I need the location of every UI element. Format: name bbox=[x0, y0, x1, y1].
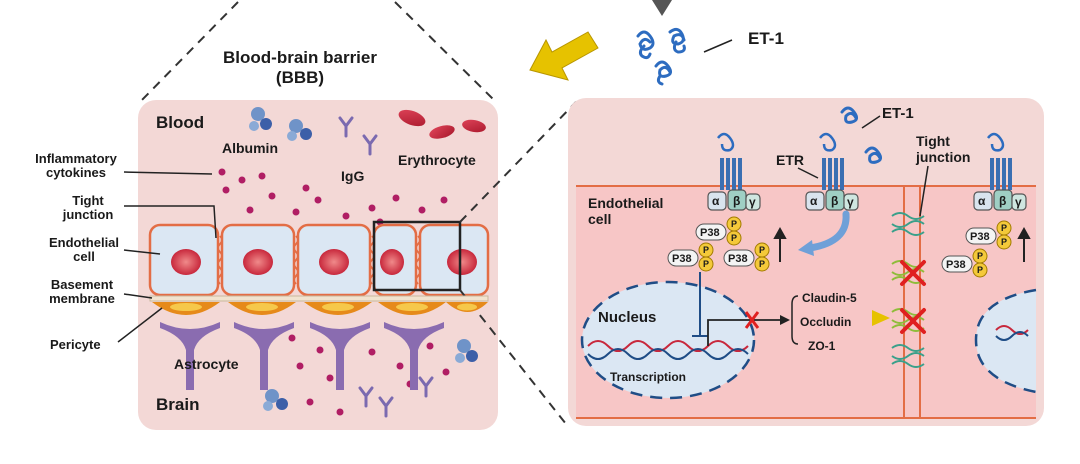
title-line2: (BBB) bbox=[276, 68, 324, 87]
gamma-3: γ bbox=[1015, 195, 1022, 209]
alpha-3: α bbox=[978, 194, 986, 208]
tight-line2: junction bbox=[62, 206, 114, 222]
beta-2: β bbox=[831, 194, 838, 208]
pericytes bbox=[152, 302, 488, 315]
increase-arrows bbox=[773, 226, 1031, 262]
blood-label: Blood bbox=[156, 113, 204, 132]
down-arrow-icon bbox=[652, 0, 672, 16]
et1-right-pointer bbox=[861, 115, 881, 129]
tight-junction-label: Tight junction bbox=[52, 194, 124, 221]
p-4b: P bbox=[1001, 237, 1007, 247]
p38-1: P38 bbox=[700, 227, 720, 239]
erythrocyte-icon bbox=[398, 109, 486, 139]
gamma-2: γ bbox=[847, 195, 854, 209]
title-line1: Blood-brain barrier bbox=[223, 48, 377, 67]
p-5a: P bbox=[977, 251, 983, 261]
dna-partial-icon bbox=[995, 325, 1029, 341]
transcription-cross-icon bbox=[744, 311, 760, 329]
albumin-icon bbox=[249, 107, 312, 141]
pericyte-label: Pericyte bbox=[50, 338, 101, 352]
pericyte-line: Pericyte bbox=[50, 337, 101, 352]
endothelial-cells bbox=[148, 223, 490, 297]
inflammatory-line1: Inflammatory bbox=[35, 151, 117, 166]
etr-receptors bbox=[717, 132, 1012, 190]
p-1a: P bbox=[731, 219, 737, 229]
cell-border-middle bbox=[903, 186, 921, 418]
p-1b: P bbox=[731, 233, 737, 243]
inflammatory-line2: cytokines bbox=[46, 164, 106, 180]
tight-right-line1: Tight bbox=[916, 133, 950, 149]
endothelial-line2: cell bbox=[73, 248, 95, 264]
yellow-arrow-icon bbox=[529, 31, 599, 81]
left-pointer-lines bbox=[117, 171, 217, 343]
transcription-arrow bbox=[707, 319, 780, 346]
basement-label: Basement membrane bbox=[36, 278, 128, 305]
endothelial-label: Endothelial cell bbox=[40, 236, 128, 263]
alpha-1: α bbox=[712, 194, 720, 208]
etr-pointer bbox=[797, 167, 819, 179]
igg-icon bbox=[338, 116, 434, 418]
target-zo1: ZO-1 bbox=[808, 339, 836, 353]
p-5b: P bbox=[977, 265, 983, 275]
gamma-1: γ bbox=[749, 195, 756, 209]
tight-right-pointer bbox=[919, 165, 929, 217]
et1-top-pointer bbox=[703, 39, 733, 53]
p-2b: P bbox=[703, 259, 709, 269]
yellow-triangle-icon bbox=[872, 310, 890, 326]
basement-line1: Basement bbox=[50, 277, 114, 292]
beta-3: β bbox=[999, 194, 1006, 208]
target-claudin: Claudin-5 bbox=[802, 291, 857, 305]
basement-membrane bbox=[149, 295, 489, 302]
p38-4: P38 bbox=[970, 231, 990, 243]
beta-1: β bbox=[733, 194, 740, 208]
igg-label: IgG bbox=[341, 168, 364, 184]
zoom-lines bbox=[139, 1, 497, 103]
endothelial-right-line2: cell bbox=[588, 211, 611, 227]
nucleus-partial bbox=[974, 288, 1037, 394]
et1-right-label: ET-1 bbox=[882, 105, 914, 122]
etr-label: ETR bbox=[776, 152, 804, 168]
p-3a: P bbox=[759, 245, 765, 255]
brain-label: Brain bbox=[156, 395, 199, 414]
tight-right-line2: junction bbox=[915, 149, 970, 165]
p38-3: P38 bbox=[728, 253, 748, 265]
g-protein-subunits bbox=[707, 189, 1027, 211]
target-occludin: Occludin bbox=[800, 315, 851, 329]
nucleus bbox=[580, 280, 756, 400]
erythrocyte-label: Erythrocyte bbox=[398, 152, 476, 168]
albumin-label: Albumin bbox=[222, 140, 278, 156]
et1-molecules-right bbox=[840, 106, 883, 164]
astrocyte-endfeet bbox=[160, 322, 444, 390]
tight-junction-cross-icons bbox=[900, 260, 926, 334]
p38-5: P38 bbox=[946, 259, 966, 271]
inflammatory-label: Inflammatory cytokines bbox=[24, 152, 128, 179]
alpha-2: α bbox=[810, 194, 818, 208]
tight-line1: Tight bbox=[72, 193, 104, 208]
targets-bracket bbox=[791, 295, 799, 345]
dna-icon bbox=[587, 340, 749, 360]
nucleus-label: Nucleus bbox=[598, 309, 656, 326]
transcription-label: Transcription bbox=[610, 370, 686, 384]
endothelial-line1: Endothelial bbox=[48, 235, 120, 250]
p-3b: P bbox=[759, 259, 765, 269]
et1-molecules-top bbox=[636, 27, 686, 86]
cytokine-dots bbox=[218, 168, 450, 416]
p38-2: P38 bbox=[672, 253, 692, 265]
p-4a: P bbox=[1001, 223, 1007, 233]
zoom-box bbox=[372, 220, 462, 292]
zoom-box-lines bbox=[459, 101, 577, 425]
transcription-arrowhead bbox=[780, 315, 790, 325]
activation-arrow bbox=[806, 210, 850, 252]
p-2a: P bbox=[703, 245, 709, 255]
p38-group bbox=[667, 216, 1012, 278]
activation-arrowhead bbox=[798, 240, 814, 256]
endothelial-right-line1: Endothelial bbox=[588, 195, 663, 211]
basement-line2: membrane bbox=[49, 290, 115, 306]
astrocyte-label: Astrocyte bbox=[174, 356, 239, 372]
albumin-brain-icon bbox=[263, 339, 478, 411]
et1-top-label: ET-1 bbox=[748, 29, 784, 48]
inhibition-line bbox=[692, 272, 708, 337]
